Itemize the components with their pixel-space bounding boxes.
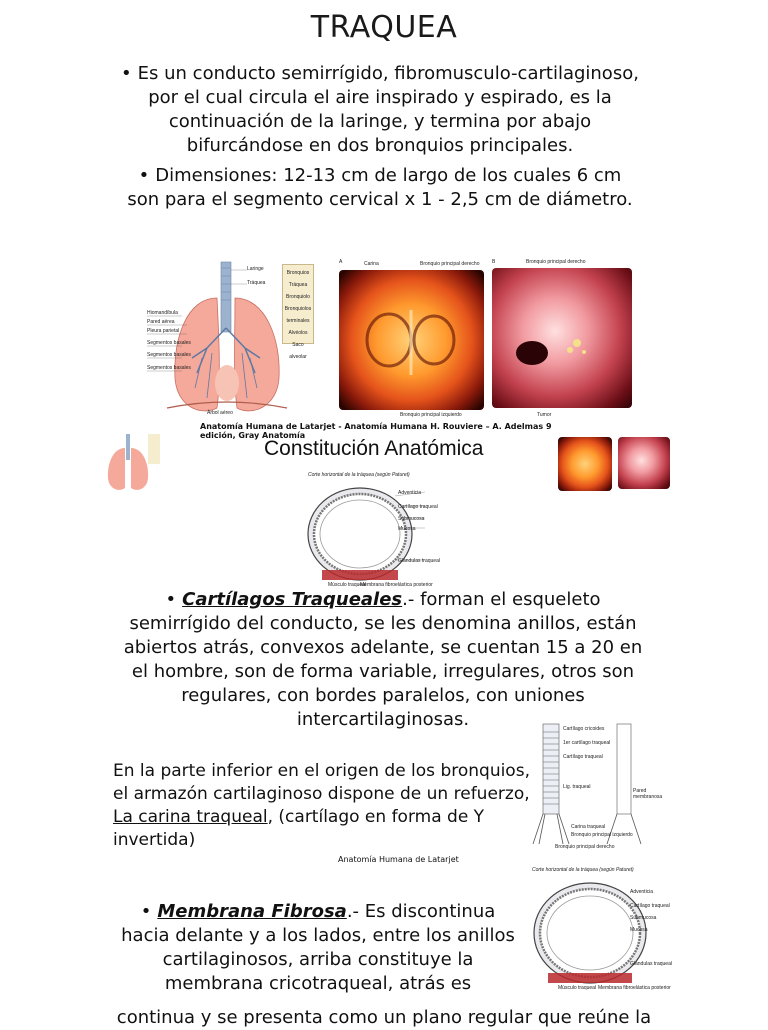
trachea-label: Cartílago traqueal [563, 754, 603, 760]
ring-label: Músculo traqueal [328, 582, 367, 588]
latarjet-caption: Anatomía Humana de Latarjet [338, 855, 459, 864]
ring-label: Glándulas traqueal [630, 961, 672, 967]
lung-label: Segmentos basales [147, 365, 191, 371]
bronchus-left-label: Bronquio principal izquierdo [400, 412, 462, 418]
trachea-longitudinal-illustration [532, 723, 642, 845]
tumor-label: Tumor [537, 412, 552, 418]
carina-link: La carina traqueal [113, 807, 268, 827]
thumbnail-chart [148, 434, 160, 464]
trachea-longitudinal-figure: Cartílago cricoides 1er cartílago traque… [515, 718, 670, 853]
cartilagos-term: Cartílagos Traqueales [182, 589, 403, 610]
bullet-icon: • [138, 165, 150, 186]
chart-item: Bronquios [286, 270, 310, 276]
ring-illustration [307, 487, 426, 581]
trachea-label: Carina traqueal [571, 824, 606, 830]
section-heading: Constitución Anatómica [264, 437, 484, 460]
trachea-label: Bronquio principal derecho [555, 844, 615, 850]
carina-paragraph: En la parte inferior en el origen de los… [113, 760, 545, 852]
ring-label: Glándulas traqueal [398, 558, 440, 564]
bullet-icon: • [140, 901, 152, 922]
lung-caption: Árbol aéreo [207, 410, 233, 416]
ring-label: Membrana fibroelástica posterior [598, 985, 671, 991]
ring-label: Membrana fibroelástica posterior [360, 582, 433, 588]
chart-item: Bronquiolos terminales [284, 306, 312, 324]
ring-illustration-2 [533, 882, 647, 984]
bullet-icon: • [165, 589, 177, 610]
chart-item: Bronquiolo [286, 294, 310, 300]
carina-text-post: , (cartílago en forma de Y invertida) [113, 807, 485, 850]
ring-figure-title-2: Corte horizontal de la tráquea (según Pa… [532, 867, 634, 873]
lungs-illustration [147, 261, 288, 412]
intro-bullet-1-text: Es un conducto semirrígido, fibromusculo… [137, 63, 639, 156]
carina-text-pre: En la parte inferior en el origen de los… [113, 761, 530, 804]
intro-bullet-2: •Dimensiones: 12-13 cm de largo de los c… [120, 164, 640, 212]
ring-label: Cartílago traqueal [398, 504, 438, 510]
lung-label: Laringe [247, 266, 264, 272]
ring-label: Mucosa [398, 526, 416, 532]
chart-item: Tráquea [288, 282, 308, 288]
trachea-cross-section-figure-2: Corte horizontal de la tráquea (según Pa… [528, 865, 688, 993]
membrana-text: .- Es discontinua hacia delante y a los … [121, 901, 515, 994]
membrana-paragraph: •Membrana Fibrosa.- Es discontinua hacia… [118, 900, 518, 996]
lung-label: Tráquea [247, 280, 266, 286]
ring-label: Submucosa [630, 915, 657, 921]
carina-label: Carina [364, 261, 379, 267]
bronchus-label: Bronquio principal derecho [420, 261, 480, 267]
ring-label: Adventicia [630, 889, 654, 895]
ring-label: Adventicia [398, 490, 422, 496]
ring-label: Submucosa [398, 516, 425, 522]
membrana-term: Membrana Fibrosa [157, 901, 347, 922]
trachea-label: Pared membranosa [633, 788, 663, 800]
intro-bullet-1: •Es un conducto semirrígido, fibromuscul… [110, 62, 650, 158]
figure-letter-b: B [492, 259, 496, 265]
lung-label: Segmentos basales [147, 352, 191, 358]
trachea-label: Cartílago cricoides [563, 726, 605, 732]
page-title: TRAQUEA [310, 10, 458, 45]
endoscopy-detail [365, 310, 456, 375]
endoscopy-thumbnail-b [618, 437, 670, 489]
ring-label: Mucosa [630, 927, 648, 933]
lungs-thumbnail-illustration [107, 434, 149, 490]
trachea-label: 1er cartílago traqueal [563, 740, 611, 746]
bullet-icon: • [121, 63, 132, 84]
airway-chart: Bronquios Tráquea Bronquiolo Bronquiolos… [282, 264, 314, 360]
ring-label: Músculo traqueal [558, 985, 597, 991]
lung-label: Pleura parietal [147, 328, 180, 334]
source-caption: Anatomía Humana de Latarjet - Anatomía H… [200, 422, 552, 440]
trachea-label: Lig. traqueal [563, 784, 591, 790]
cartilagos-text: .- forman el esqueleto semirrígido del c… [123, 589, 643, 730]
figure-letter-a: A [339, 259, 343, 265]
lung-label: Pared aérea [147, 319, 175, 325]
trachea-label: Bronquio principal izquierdo [571, 832, 633, 838]
endoscopy-image-carina [339, 270, 484, 410]
lung-label: Hiomandíbula [147, 310, 178, 316]
lungs-thumbnail [95, 432, 163, 494]
membrana-continuation: continua y se presenta como un plano reg… [116, 1007, 652, 1028]
intro-bullet-2-text: Dimensiones: 12-13 cm de largo de los cu… [127, 165, 633, 210]
ring-label: Cartílago traqueal [630, 903, 670, 909]
cartilagos-paragraph: •Cartílagos Traqueales.- forman el esque… [118, 588, 648, 732]
chart-item: Saco alveolar [289, 342, 307, 360]
lung-label: Segmentos basales [147, 340, 191, 346]
endoscopy-thumbnail-a [558, 437, 612, 491]
endoscopy-image-tumor [492, 268, 632, 408]
endoscopy-tumor-detail [516, 339, 586, 365]
trachea-cross-section-figure: Corte horizontal de la tráquea (según Pa… [300, 470, 460, 588]
chart-item: Alvéolos [288, 330, 308, 336]
bronchus-right-label: Bronquio principal derecho [526, 259, 586, 265]
ring-figure-title: Corte horizontal de la tráquea (según Pa… [308, 472, 410, 478]
